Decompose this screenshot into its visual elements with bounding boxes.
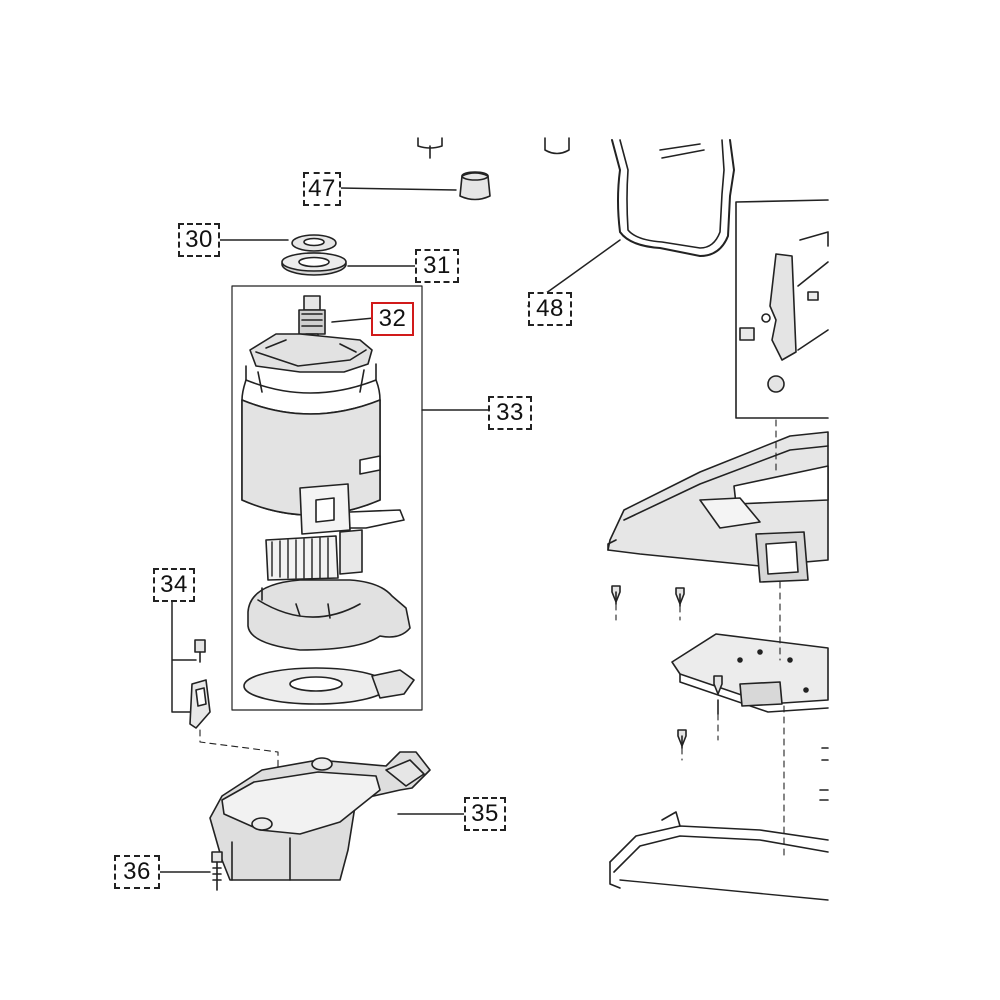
cover-screws	[611, 585, 685, 607]
part-34-screw-clip	[189, 639, 211, 729]
part-33-group-frame	[231, 285, 423, 711]
callout-48: 48	[528, 292, 572, 326]
board-screw	[677, 729, 687, 749]
part-35-base-tray	[209, 751, 431, 881]
part-36-bolt	[211, 851, 223, 891]
part-30-washer	[291, 234, 337, 252]
right-top-cover	[607, 431, 829, 583]
right-bottom-frame	[609, 811, 829, 901]
callout-36: 36	[114, 855, 160, 889]
part-33-motor-assembly	[241, 295, 415, 705]
callout-35: 35	[464, 797, 506, 831]
right-circuit-board	[671, 633, 829, 715]
part-48-gasket	[611, 139, 735, 257]
callout-30: 30	[178, 223, 220, 257]
callout-31: 31	[415, 249, 459, 283]
top-fragment-left	[417, 137, 570, 159]
side-fasteners	[819, 747, 829, 801]
part-47-foot	[459, 171, 491, 201]
assembly-lines	[199, 419, 785, 861]
callout-32-highlighted[interactable]: 32	[371, 302, 414, 336]
control-module-inset	[735, 199, 829, 419]
callout-33: 33	[488, 396, 532, 430]
part-31-seal	[281, 252, 347, 276]
callout-47: 47	[303, 172, 341, 206]
callout-34: 34	[153, 568, 195, 602]
